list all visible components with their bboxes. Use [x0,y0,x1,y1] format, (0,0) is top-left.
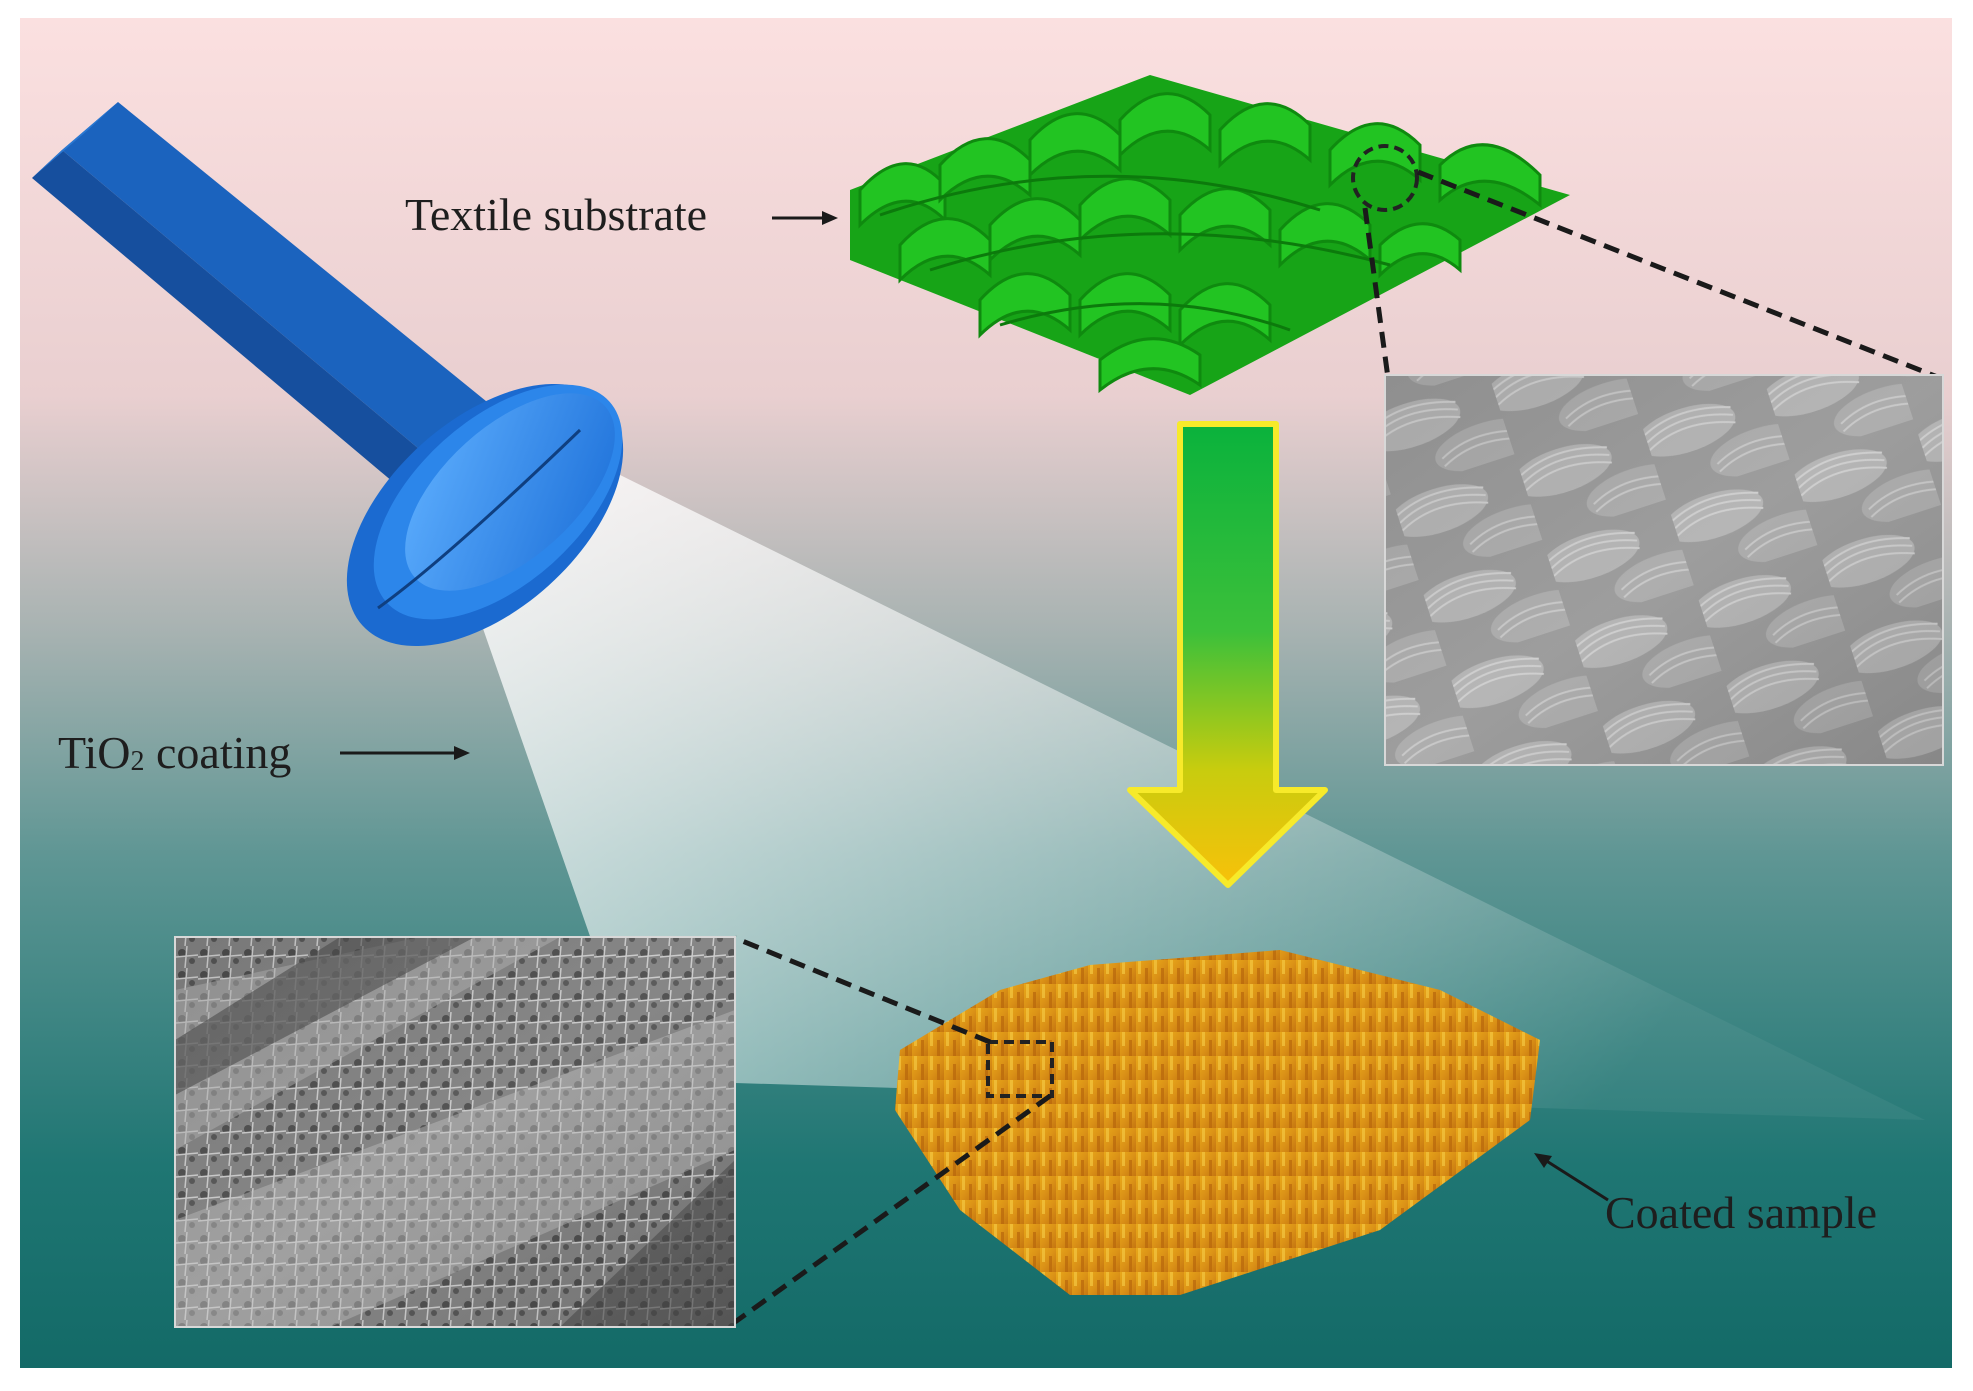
textile-zoom-marker [1351,144,1419,212]
label-tio2-coating: TiO2 coating [58,730,291,776]
label-tio2-suffix: coating [144,727,292,778]
coated-sample-model [895,950,1540,1295]
zoom-line-bottom-lower [733,1093,1052,1325]
zoom-line-lower [1362,207,1391,379]
coated-pointer-arrow [1534,1153,1609,1202]
uv-lamp-icon [32,102,624,647]
sem-image-textile [1384,374,1944,766]
zoom-line-upper [1417,169,1941,381]
textile-pointer-arrow [772,211,838,225]
label-coated-sample: Coated sample [1605,1187,1878,1238]
process-arrow-icon [1127,421,1328,888]
zoom-line-bottom-upper [734,935,991,1045]
textile-substrate-model [850,75,1570,395]
sem-image-coating [174,936,736,1328]
coated-zoom-marker [986,1040,1054,1098]
tio2-pointer-arrow [340,746,470,760]
label-tio2-prefix: TiO [58,727,131,778]
label-tio2-subscript: 2 [130,746,145,777]
label-textile-substrate: Textile substrate [405,189,708,240]
